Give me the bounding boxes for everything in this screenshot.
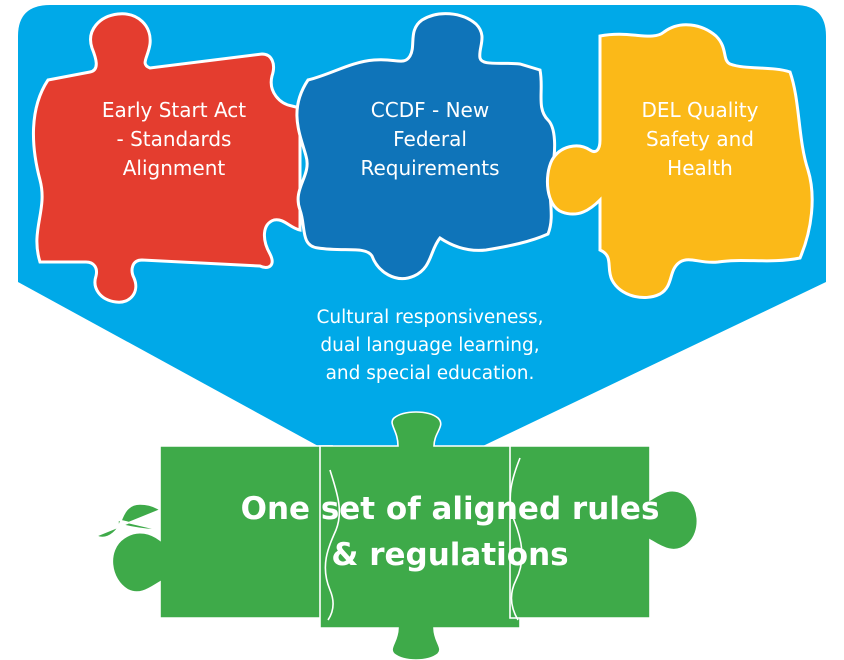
red-puzzle-piece [31, 12, 302, 304]
green-piece-right [509, 445, 699, 619]
green-seam-right [509, 457, 523, 621]
yellow-piece-label: DEL Quality Safety and Health [641, 98, 759, 180]
blue-piece-label: CCDF - New Federal Requirements [360, 98, 500, 180]
red-piece-label: Early Start Act - Standards Alignment [101, 98, 247, 180]
blue-puzzle-piece [295, 12, 557, 280]
green-piece-middle [319, 411, 521, 660]
center-description: Cultural responsiveness, dual language l… [316, 307, 544, 384]
result-text: One set of aligned rules & regulations [240, 491, 660, 573]
yellow-puzzle-piece [545, 23, 814, 299]
aligned-rules-puzzle [94, 411, 699, 660]
green-seam-left [324, 469, 341, 621]
green-piece-left-body [111, 445, 333, 619]
